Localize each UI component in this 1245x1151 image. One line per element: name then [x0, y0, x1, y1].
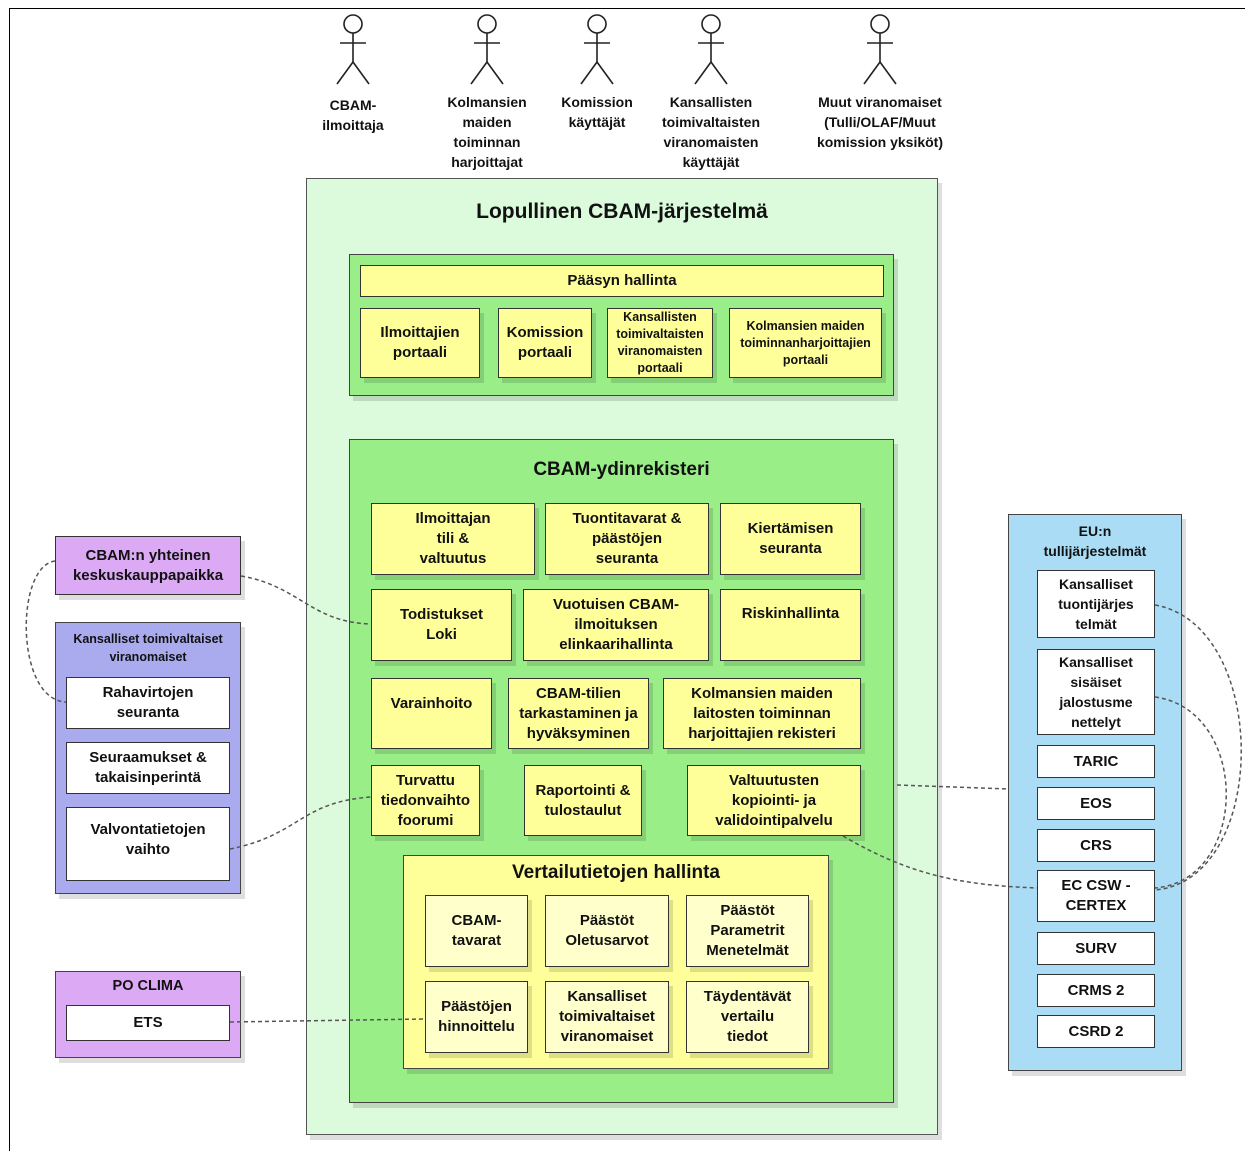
ref-emissions-defaults[interactable]: Päästöt Oletusarvot: [545, 895, 669, 967]
po-clima-title: PO CLIMA: [112, 978, 184, 994]
ref-emissions-parameters[interactable]: Päästöt Parametrit Menetelmät: [686, 895, 809, 967]
actor-label: Komission käyttäjät: [561, 94, 633, 130]
module-declarant-account[interactable]: Ilmoittajan tili & valtuutus: [371, 503, 535, 575]
actor-label: Kolmansien maiden toiminnan harjoittajat: [447, 94, 527, 170]
module-certificates-log[interactable]: Todistukset Loki: [371, 589, 512, 661]
national-authorities-title: Kansalliset toimivaltaiset viranomaiset: [73, 632, 223, 664]
portal-declarants[interactable]: Ilmoittajien portaali: [360, 308, 480, 378]
penalties-recovery[interactable]: Seuraamukset & takaisinperintä: [66, 742, 230, 794]
actor-national-authority-users: [676, 12, 746, 87]
customs-surv[interactable]: SURV: [1037, 932, 1155, 965]
customs-crms2[interactable]: CRMS 2: [1037, 974, 1155, 1007]
page-frame: [9, 8, 1245, 1151]
access-management-bar: Pääsyn hallinta: [360, 265, 884, 297]
cash-flow-monitoring[interactable]: Rahavirtojen seuranta: [66, 677, 230, 729]
module-secure-exchange-forum[interactable]: Turvattu tiedonvaihto foorumi: [371, 765, 480, 836]
module-annual-declaration-lifecycle[interactable]: Vuotuisen CBAM- ilmoituksen elinkaarihal…: [523, 589, 709, 661]
actor-third-country-operators: [452, 12, 522, 87]
module-operator-registry[interactable]: Kolmansien maiden laitosten toiminnan ha…: [663, 678, 861, 749]
actor-label: Muut viranomaiset (Tulli/OLAF/Muut komis…: [816, 94, 944, 150]
monitoring-data-exchange[interactable]: Valvontatietojen vaihto: [66, 807, 230, 881]
module-account-review[interactable]: CBAM-tilien tarkastaminen ja hyväksymine…: [508, 678, 649, 749]
core-registry-title: CBAM-ydinrekisteri: [533, 459, 710, 480]
module-authorisation-validation[interactable]: Valtuutusten kopiointi- ja validointipal…: [687, 765, 861, 836]
customs-ec-csw-certex[interactable]: EC CSW - CERTEX: [1037, 870, 1155, 922]
ets-system[interactable]: ETS: [66, 1005, 230, 1041]
ref-national-authorities[interactable]: Kansalliset toimivaltaiset viranomaiset: [545, 981, 669, 1053]
ref-supplementary-data[interactable]: Täydentävät vertailu tiedot: [686, 981, 809, 1053]
stick-figure-icon: [580, 14, 614, 85]
actor-commission-users: [562, 12, 632, 87]
customs-csrd2[interactable]: CSRD 2: [1037, 1015, 1155, 1048]
ref-cbam-goods[interactable]: CBAM- tavarat: [425, 895, 528, 967]
actor-label: Kansallisten toimivaltaisten viranomaist…: [661, 94, 761, 170]
system-title: Lopullinen CBAM-järjestelmä: [476, 200, 768, 223]
customs-national-import[interactable]: Kansalliset tuontijärjes telmät: [1037, 570, 1155, 638]
customs-eos[interactable]: EOS: [1037, 787, 1155, 820]
actor-cbam-declarant: [318, 12, 388, 87]
module-reporting-dashboards[interactable]: Raportointi & tulostaulut: [524, 765, 642, 836]
module-circumvention-monitoring[interactable]: Kiertämisen seuranta: [720, 503, 861, 575]
actor-label: CBAM- ilmoittaja: [322, 97, 384, 133]
portal-third-country-operators[interactable]: Kolmansien maiden toiminnanharjoittajien…: [729, 308, 882, 378]
ref-emissions-pricing[interactable]: Päästöjen hinnoittelu: [425, 981, 528, 1053]
stick-figure-icon: [336, 14, 370, 85]
customs-taric[interactable]: TARIC: [1037, 745, 1155, 778]
reference-data-title: Vertailutietojen hallinta: [512, 862, 720, 883]
customs-crs[interactable]: CRS: [1037, 829, 1155, 862]
stick-figure-icon: [470, 14, 504, 85]
module-financial-management[interactable]: Varainhoito: [371, 678, 492, 749]
portal-commission[interactable]: Komission portaali: [498, 308, 592, 378]
stick-figure-icon: [694, 14, 728, 85]
cbam-central-marketplace[interactable]: CBAM:n yhteinen keskuskauppapaikka: [55, 536, 241, 595]
portal-national-authorities[interactable]: Kansallisten toimivaltaisten viranomaist…: [607, 308, 713, 378]
actor-other-authorities: [845, 12, 915, 87]
stick-figure-icon: [863, 14, 897, 85]
customs-inward-processing[interactable]: Kansalliset sisäiset jalostusme nettelyt: [1037, 649, 1155, 735]
module-risk-management[interactable]: Riskinhallinta: [720, 589, 861, 661]
module-import-emissions-monitoring[interactable]: Tuontitavarat & päästöjen seuranta: [545, 503, 709, 575]
eu-customs-title: EU:n tullijärjestelmät: [1043, 523, 1147, 559]
